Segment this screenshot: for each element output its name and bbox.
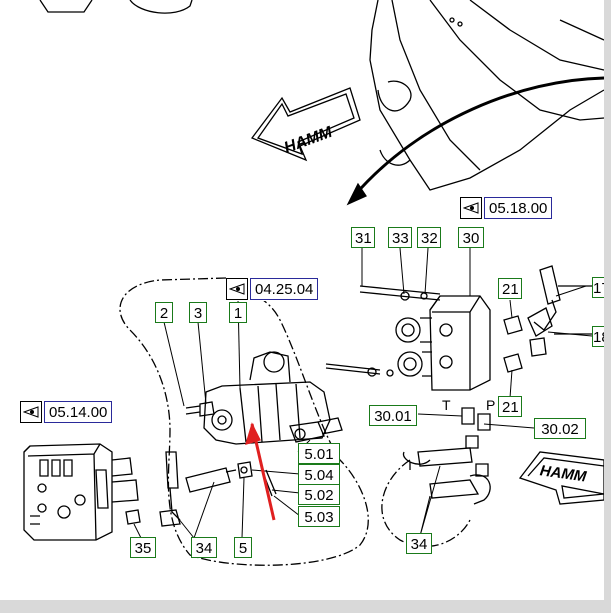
top-left-part-fragment <box>39 0 93 13</box>
callout-18[interactable]: 18 <box>592 326 604 347</box>
callout-21-bottom[interactable]: 21 <box>498 396 522 417</box>
callout-5-03[interactable]: 5.03 <box>298 506 340 527</box>
control-valve-block <box>23 443 113 541</box>
callout-35[interactable]: 35 <box>130 537 156 558</box>
ref-box-04-25[interactable]: 04.25.04 <box>226 277 319 301</box>
hydraulic-pump <box>203 381 331 445</box>
port-label-t: T <box>442 397 451 413</box>
frame-border-right <box>604 0 611 613</box>
port-label-p: P <box>486 397 496 413</box>
top-left-ring-fragment <box>129 0 193 14</box>
callout-30-01[interactable]: 30.01 <box>369 405 417 426</box>
view-icon <box>20 401 42 423</box>
callout-30[interactable]: 30 <box>458 227 484 248</box>
callout-5-01[interactable]: 5.01 <box>298 443 340 464</box>
assembly-enclosure <box>119 277 369 566</box>
rotation-arrow-curve <box>352 76 605 197</box>
callout-30-02[interactable]: 30.02 <box>534 418 586 439</box>
hamm-logo-left: HAMM <box>282 124 335 157</box>
view-icon <box>460 197 482 219</box>
ref-code: 04.25.04 <box>250 278 319 300</box>
callout-2[interactable]: 2 <box>155 302 173 323</box>
hamm-arrow-left <box>250 87 361 162</box>
callout-5-04[interactable]: 5.04 <box>298 464 340 485</box>
callout-1[interactable]: 1 <box>229 302 247 323</box>
callout-5[interactable]: 5 <box>234 537 252 558</box>
valve-block <box>429 295 491 391</box>
frame-border-bottom <box>0 600 611 613</box>
callout-3[interactable]: 3 <box>189 302 207 323</box>
callout-17[interactable]: 17 <box>592 277 604 298</box>
callout-34-left[interactable]: 34 <box>191 537 217 558</box>
ref-code: 05.14.00 <box>44 401 113 423</box>
ref-code: 05.18.00 <box>484 197 553 219</box>
ref-box-05-14[interactable]: 05.14.00 <box>20 400 113 424</box>
ref-box-05-18[interactable]: 05.18.00 <box>460 196 553 220</box>
machine-body-outline <box>369 0 605 191</box>
hamm-logo-right: HAMM <box>539 462 588 485</box>
callout-34-right[interactable]: 34 <box>406 533 432 554</box>
callout-31[interactable]: 31 <box>351 227 375 248</box>
callout-32[interactable]: 32 <box>417 227 441 248</box>
view-icon <box>226 278 248 300</box>
callout-33[interactable]: 33 <box>388 227 412 248</box>
callout-21-top[interactable]: 21 <box>498 278 522 299</box>
callout-5-02[interactable]: 5.02 <box>298 484 340 505</box>
